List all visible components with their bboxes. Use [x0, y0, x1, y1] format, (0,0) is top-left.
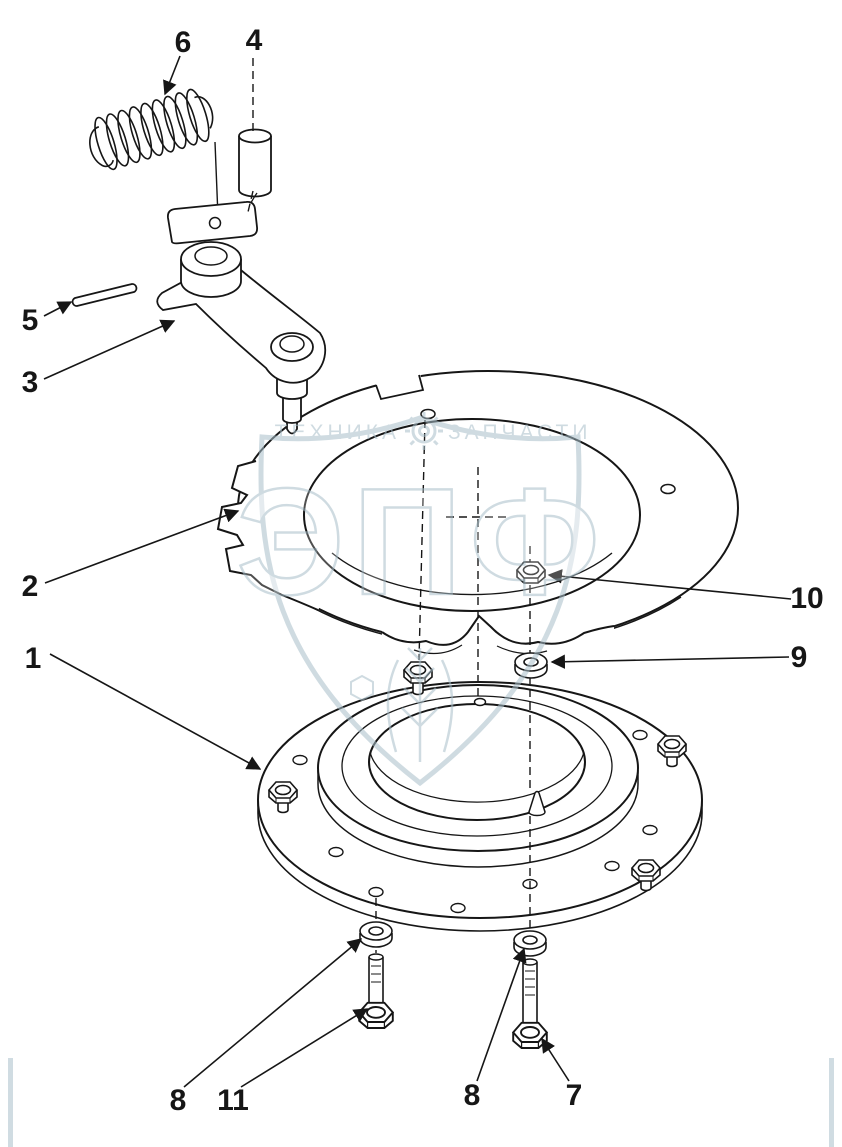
watermark: ТЕХНИКА ЗАПЧАСТИ ЭПФ — [8, 412, 834, 1147]
callout-2: 2 — [22, 570, 39, 603]
cam-plate — [216, 370, 739, 662]
spring-hook-right — [194, 95, 214, 129]
callout-1: 1 — [25, 642, 42, 675]
lever-tab-hole — [208, 216, 222, 230]
callout-arrow-10 — [547, 569, 792, 600]
callout-9: 9 — [791, 641, 808, 674]
cam-plate-scallops — [381, 614, 615, 646]
centerline-stud — [418, 419, 426, 661]
callout-arrow-1 — [49, 653, 262, 770]
housing — [257, 661, 703, 932]
lever-end-boss — [270, 332, 314, 362]
washer-8-right — [513, 930, 547, 957]
wheat-icon — [350, 647, 454, 762]
gear-icon — [405, 412, 443, 450]
bolt-7 — [512, 958, 548, 1049]
callout-11: 11 — [217, 1084, 249, 1117]
lever-end-hole — [279, 335, 305, 353]
watermark-logo-text: ЭПФ — [236, 457, 607, 627]
spring-hook-left — [89, 126, 114, 168]
flange-holes — [292, 729, 658, 914]
housing-flange-thickness — [257, 800, 703, 932]
callout-arrow-9 — [550, 654, 790, 669]
watermark-text-left: ТЕХНИКА — [275, 421, 400, 444]
callouts: 6 4 5 3 2 1 10 9 8 11 8 7 — [22, 24, 824, 1117]
housing-bore-thickness — [369, 751, 585, 803]
callout-6: 6 — [175, 26, 192, 59]
cam-plate-notch-mask — [375, 373, 424, 401]
bolt-11 — [358, 953, 394, 1029]
callout-arrow-5 — [43, 301, 73, 317]
centerline-roller-lever — [247, 190, 254, 213]
callout-4: 4 — [246, 24, 263, 57]
roller-pin — [238, 128, 272, 208]
callout-arrow-11 — [240, 1008, 369, 1088]
callout-arrow-6 — [163, 55, 181, 96]
pin-5 — [71, 283, 138, 307]
cam-plate-scallop-mask — [382, 610, 614, 662]
lever — [156, 200, 327, 435]
lever-assembly — [71, 88, 327, 435]
cone-pin — [528, 790, 546, 817]
fasteners — [358, 561, 548, 1049]
callout-arrow-8-right — [476, 947, 527, 1082]
cam-plate-teeth — [216, 460, 319, 611]
cam-plate-notch — [375, 374, 425, 401]
callout-arrow-7 — [541, 1037, 570, 1082]
housing-race-groove — [341, 695, 613, 837]
cam-plate-opening-thickness — [331, 552, 613, 596]
callout-8-right: 8 — [464, 1079, 481, 1112]
housing-race-base — [317, 770, 639, 868]
cam-plate-opening — [303, 418, 641, 612]
watermark-text-right: ЗАПЧАСТИ — [448, 421, 591, 444]
cam-plate-teeth-mask — [218, 452, 326, 610]
spring — [89, 88, 214, 171]
race-hole — [473, 697, 487, 707]
callout-5: 5 — [22, 304, 39, 337]
watermark-bar-right — [829, 1058, 834, 1147]
cam-plate-hole-right — [660, 483, 676, 495]
lever-boss — [180, 241, 242, 298]
hex-badge-icon — [350, 674, 374, 702]
callout-arrow-3 — [43, 319, 176, 380]
watermark-bar-left — [8, 1058, 13, 1147]
washer-8-left — [359, 921, 393, 948]
callout-8-left: 8 — [170, 1084, 187, 1117]
callout-arrow-2 — [44, 508, 240, 584]
callout-3: 3 — [22, 366, 39, 399]
lever-boss-bore — [194, 246, 228, 266]
watermark-shield — [258, 415, 582, 787]
cam-plate-scallop-echo — [413, 644, 548, 655]
callout-7: 7 — [566, 1079, 583, 1112]
callout-arrow-8-left — [183, 938, 363, 1088]
callout-10: 10 — [790, 582, 823, 615]
